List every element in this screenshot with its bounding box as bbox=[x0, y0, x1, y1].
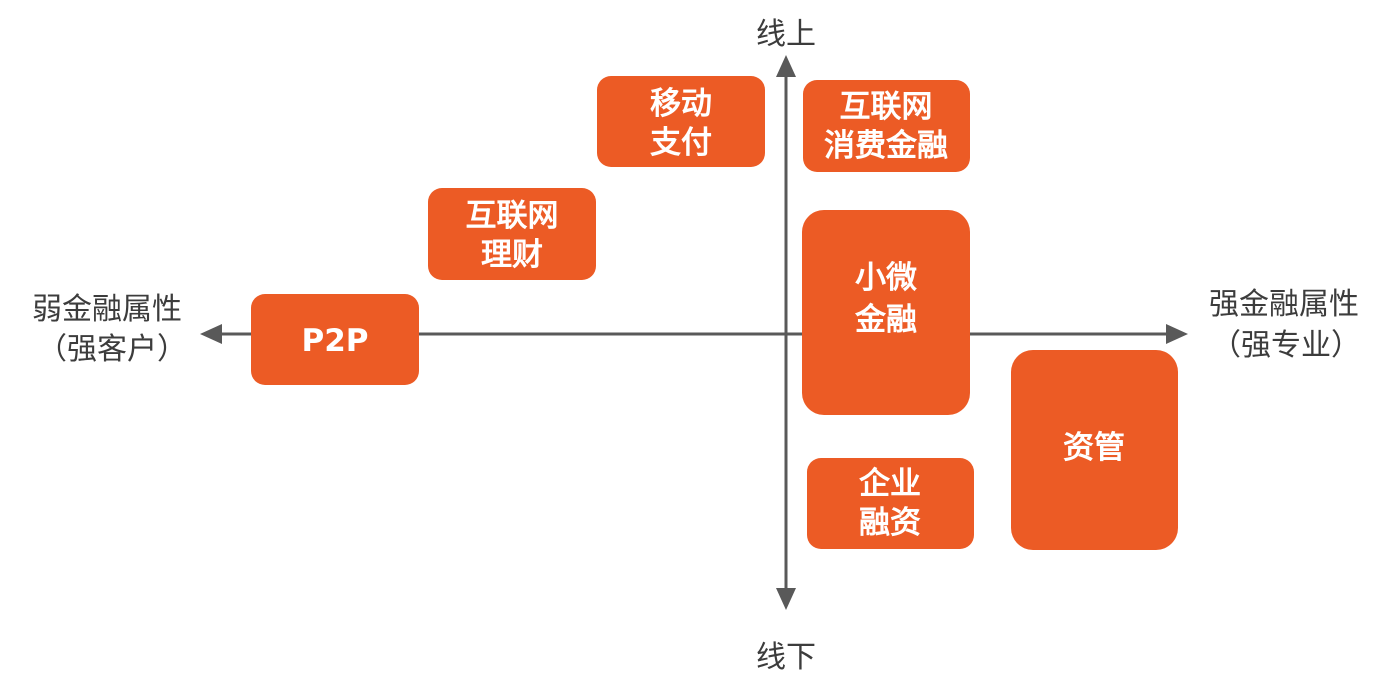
box-micro-finance: 小微 金融 bbox=[802, 210, 970, 415]
box-p2p-label: P2P bbox=[301, 323, 368, 359]
axis-label-top: 线上 bbox=[756, 17, 816, 52]
box-asset-management-bg bbox=[1011, 350, 1178, 550]
up-arrow-icon bbox=[776, 55, 796, 77]
box-micro-finance-line2: 金融 bbox=[854, 302, 917, 338]
box-enterprise-financing-bg bbox=[807, 458, 974, 549]
box-asset-management-label: 资管 bbox=[1063, 430, 1125, 466]
box-p2p-bg bbox=[251, 294, 419, 385]
box-internet-wealth-line1: 互联网 bbox=[466, 198, 559, 234]
box-mobile-payment-bg bbox=[597, 76, 765, 167]
box-micro-finance-bg bbox=[802, 210, 970, 415]
box-internet-consumer-finance: 互联网 消费金融 bbox=[803, 80, 970, 172]
vertical-axis bbox=[776, 55, 796, 610]
box-internet-consumer-finance-bg bbox=[803, 80, 970, 172]
axis-label-left-line2: （强客户） bbox=[37, 332, 187, 367]
axis-label-left-line1: 弱金融属性 bbox=[32, 292, 182, 327]
box-mobile-payment-line2: 支付 bbox=[650, 125, 712, 161]
box-internet-consumer-finance-line2: 消费金融 bbox=[824, 128, 948, 164]
box-internet-wealth-line2: 理财 bbox=[481, 237, 543, 273]
box-mobile-payment: 移动 支付 bbox=[597, 76, 765, 167]
right-arrow-icon bbox=[1166, 324, 1188, 344]
down-arrow-icon bbox=[776, 588, 796, 610]
axis-label-right-line1: 强金融属性 bbox=[1209, 287, 1359, 322]
box-internet-consumer-finance-line1: 互联网 bbox=[840, 89, 933, 125]
box-enterprise-financing-line1: 企业 bbox=[859, 466, 921, 502]
left-arrow-icon bbox=[200, 324, 222, 344]
box-micro-finance-line1: 小微 bbox=[855, 260, 917, 296]
axis-label-left: 弱金融属性 （强客户） bbox=[32, 292, 187, 367]
axis-label-right: 强金融属性 （强专业） bbox=[1209, 287, 1361, 363]
box-mobile-payment-line1: 移动 bbox=[650, 86, 712, 122]
box-internet-wealth: 互联网 理财 bbox=[428, 188, 596, 280]
box-asset-management: 资管 bbox=[1011, 350, 1178, 550]
axis-label-right-line2: （强专业） bbox=[1211, 328, 1361, 363]
axis-label-bottom: 线下 bbox=[756, 640, 816, 675]
box-enterprise-financing: 企业 融资 bbox=[807, 458, 974, 549]
box-p2p: P2P bbox=[251, 294, 419, 385]
box-internet-wealth-bg bbox=[428, 188, 596, 280]
box-enterprise-financing-line2: 融资 bbox=[859, 505, 921, 541]
